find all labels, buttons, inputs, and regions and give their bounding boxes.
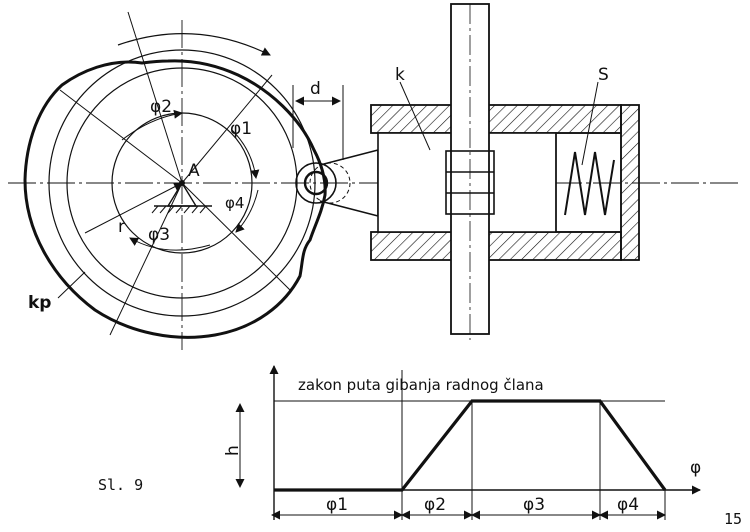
motion-law-graph [235,365,701,520]
housing-bottom-wall [370,231,622,261]
shaft-collar [445,150,495,215]
label-d: d [310,79,321,99]
angle-arc-phi4 [235,189,259,233]
label-phi1: φ1 [230,119,252,139]
housing-top-wall [370,104,622,134]
motion-curve [274,399,667,492]
page-number: 15 [724,510,742,528]
cam-disc [8,11,740,350]
label-S: S [598,65,609,85]
label-r: r [118,217,125,237]
segment-label-phi2: φ2 [424,495,446,515]
cam-inner-circle [66,67,298,299]
label-phi4: φ4 [225,194,244,212]
k-leader [399,81,431,151]
radius-line [84,182,183,234]
figure-caption: Sl. 9 [98,476,143,494]
S-leader [581,81,599,166]
spring-S [564,151,615,216]
label-k: k [395,65,405,85]
cam-outer-circle [48,49,316,317]
graph-axis-label-phi: φ [690,458,701,478]
label-A: A [188,161,200,181]
segment-label-phi3: φ3 [523,495,545,515]
follower-assembly [292,3,640,340]
angle-arc-phi2 [121,109,183,141]
label-kp: kp [28,293,51,313]
segment-label-phi4: φ4 [617,495,639,515]
kp-leader [57,271,86,299]
radial-line-2 [59,89,183,184]
segment-label-phi1: φ1 [326,495,348,515]
radial-line-4 [181,182,291,291]
radial-line-5 [109,182,183,336]
graph-title: zakon puta gibanja radnog člana [298,376,544,394]
rotation-arrow [117,33,271,56]
radial-line-3 [181,74,273,184]
angle-arc-phi3 [129,237,211,251]
roller-inner [303,170,329,196]
angle-arc-phi1 [231,129,260,179]
roller-outer [295,162,337,204]
label-h: h [223,445,243,456]
label-phi3: φ3 [148,225,170,245]
radial-line-1 [127,11,183,184]
label-phi2: φ2 [150,97,172,117]
housing-end-wall [620,104,640,261]
cam-profile [23,59,327,339]
